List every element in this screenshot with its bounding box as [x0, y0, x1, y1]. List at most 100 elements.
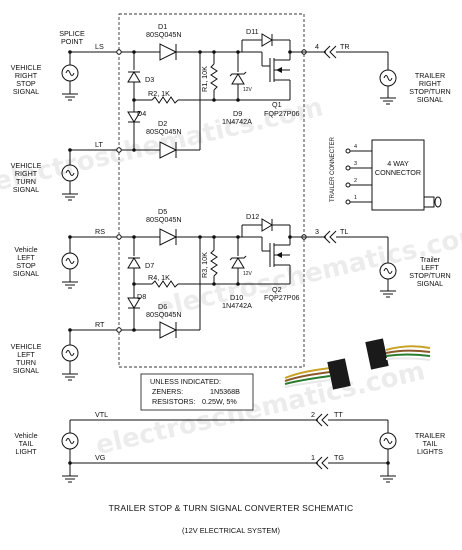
d6-part: 80SQ045N: [146, 310, 182, 319]
resistor-r3: [210, 249, 218, 277]
trailer-left-label-3: STOP/TURN: [409, 271, 450, 280]
r3-ref: R3, 10K: [200, 252, 209, 278]
tail-junction-dots: [68, 50, 390, 465]
left-turn-label-2: LEFT: [17, 350, 35, 359]
d6-ref: D6: [158, 302, 167, 311]
net-ls: LS: [95, 42, 104, 51]
left-stop-label-1: Vehicle: [14, 245, 37, 254]
vehicle-lamp-labels: VEHICLE RIGHT STOP SIGNAL VEHICLE RIGHT …: [11, 63, 42, 456]
connector-title-1: 4 WAY: [387, 159, 409, 168]
connector-pin-label-1: 1: [354, 195, 357, 201]
d8-ref: D8: [137, 292, 146, 301]
right-stop-label-3: STOP: [16, 79, 36, 88]
lamp-right-turn: [61, 150, 79, 201]
d12-ref: D12: [246, 212, 259, 221]
resistor-r1: [210, 63, 218, 91]
notes-zeners-val: 1N5368B: [210, 387, 240, 396]
diagram-title: TRAILER STOP & TURN SIGNAL CONVERTER SCH…: [109, 503, 354, 513]
net-vg: VG: [95, 453, 106, 462]
left-stop-label-3: STOP: [16, 261, 36, 270]
right-turn-label-1: VEHICLE: [11, 161, 42, 170]
tail-label-2: TAIL: [19, 439, 34, 448]
diagram-subtitle: (12V ELECTRICAL SYSTEM): [182, 526, 280, 535]
resistor-r2: [151, 96, 179, 104]
net-tl: TL: [340, 227, 348, 236]
d9-part: 1N4742A: [222, 117, 252, 126]
lamp-trailer-tail: [379, 420, 397, 483]
trailer-right-label-1: TRAILER: [415, 71, 445, 80]
diode-d6: [159, 321, 178, 339]
d2-part: 80SQ045N: [146, 127, 182, 136]
pin-1-num: 1: [311, 453, 315, 462]
diode-d12: [261, 218, 273, 232]
connector-photo: [284, 338, 431, 390]
connector-pin-label-2: 2: [354, 178, 357, 184]
right-turn-label-3: TURN: [16, 177, 36, 186]
q2-ref: Q2: [272, 285, 282, 294]
trailer-left-label-1: Trailer: [420, 255, 441, 264]
right-stop-label-1: VEHICLE: [11, 63, 42, 72]
connector-pin-2: [315, 413, 329, 427]
notes-resistors-key: RESISTORS:: [152, 397, 195, 406]
tail-label-3: LIGHT: [15, 447, 37, 456]
diode-d5: [159, 228, 178, 246]
net-vtl: VTL: [95, 410, 108, 419]
converter-module-box: [118, 13, 305, 368]
notes-line-1: UNLESS INDICATED:: [150, 377, 221, 386]
trailer-tail-label-3: LIGHTS: [417, 447, 443, 456]
notes-box: [140, 373, 254, 411]
notes-resistors-val: 0.25W, 5%: [202, 397, 237, 406]
trailer-right-label-3: STOP/TURN: [409, 87, 450, 96]
diode-d1: [159, 43, 178, 61]
trailer-connector-side-label: TRAILER CONNECTER: [330, 136, 336, 202]
trailer-right-label-4: SIGNAL: [417, 95, 443, 104]
d7-ref: D7: [145, 261, 154, 270]
right-turn-label-2: RIGHT: [15, 169, 38, 178]
trailer-right-label-2: RIGHT: [419, 79, 442, 88]
connector-pin-1: [315, 456, 329, 470]
splice-label-2: POINT: [61, 37, 84, 46]
lamp-trailer-right: [379, 52, 397, 105]
lamp-left-stop: [61, 237, 79, 289]
net-tg: TG: [334, 453, 344, 462]
connector-pin-3: [323, 230, 337, 244]
mosfet-q1: [261, 40, 291, 100]
d9-ref: D9: [233, 109, 242, 118]
resistor-r4: [151, 280, 179, 288]
left-stop-label-4: SIGNAL: [13, 269, 39, 278]
zener-d10: [229, 255, 247, 269]
d1-ref: D1: [158, 22, 167, 31]
right-turn-label-4: SIGNAL: [13, 185, 39, 194]
lamp-right-stop: [61, 52, 79, 101]
connector-title-2: CONNECTOR: [375, 168, 421, 177]
d4-ref: D4: [137, 109, 146, 118]
mosfet-q2: [261, 225, 291, 284]
junction-dots: [132, 50, 292, 332]
r2-ref: R2, 1K: [148, 89, 170, 98]
zener-d9: [229, 71, 247, 85]
four-way-connector: 4 WAY CONNECTOR 4 3 2 1: [345, 139, 442, 211]
right-stop-label-2: RIGHT: [15, 71, 38, 80]
pin-4-num: 4: [315, 42, 319, 51]
net-rs: RS: [95, 227, 105, 236]
trailer-left-label-2: LEFT: [421, 263, 439, 272]
left-turn-label-1: VEHICLE: [11, 342, 42, 351]
diode-d7: [127, 257, 141, 269]
lamp-vehicle-tail: [61, 420, 79, 483]
d10-ref: D10: [230, 293, 243, 302]
d9-zener-mark: 12V: [243, 87, 253, 93]
tail-label-1: Vehicle: [14, 431, 37, 440]
d5-part: 80SQ045N: [146, 215, 182, 224]
r4-ref: R4, 1K: [148, 273, 170, 282]
d1-part: 80SQ045N: [146, 30, 182, 39]
connector-pin-label-4: 4: [354, 144, 357, 150]
right-stop-label-4: SIGNAL: [13, 87, 39, 96]
left-turn-label-4: SIGNAL: [13, 366, 39, 375]
connector-pin-4: [323, 45, 337, 59]
net-tr: TR: [340, 42, 350, 51]
diode-d3: [127, 71, 141, 83]
pin-3-num: 3: [315, 227, 319, 236]
q1-ref: Q1: [272, 100, 282, 109]
net-tt: TT: [334, 410, 343, 419]
